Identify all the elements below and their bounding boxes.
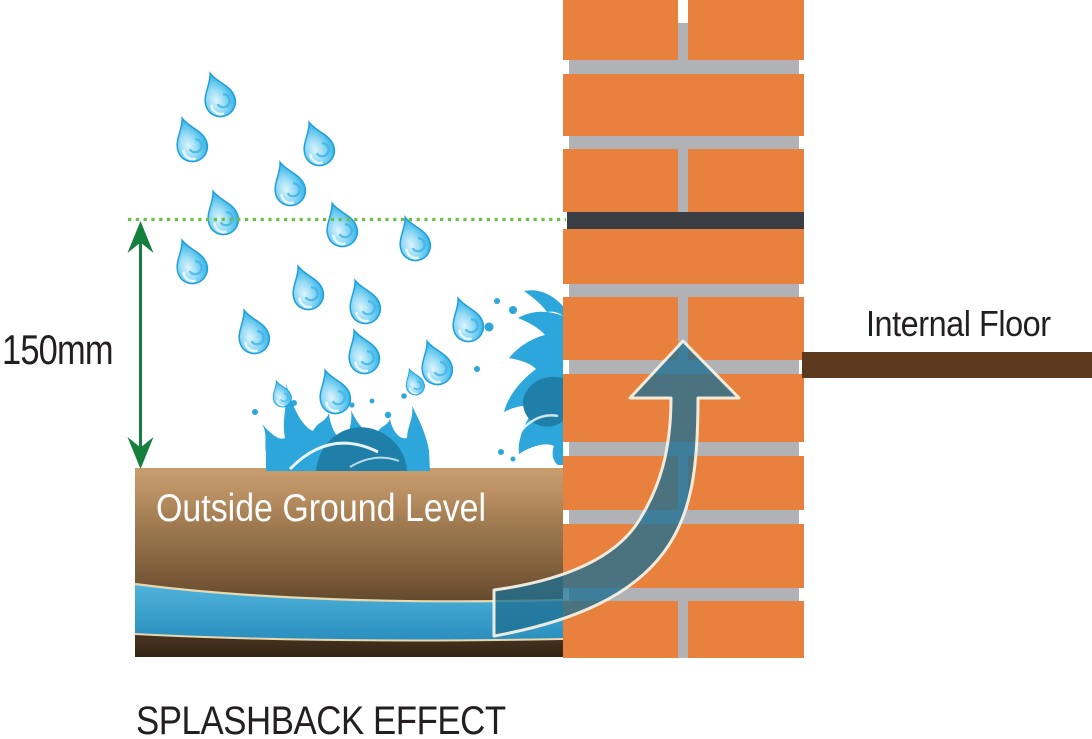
raindrop-icon	[339, 273, 386, 330]
brick	[563, 149, 678, 212]
measurement-arrow	[127, 221, 154, 469]
brick	[563, 0, 678, 60]
raindrop-icon	[267, 377, 295, 411]
raindrop-icon	[400, 365, 428, 399]
mortar-joint	[678, 297, 688, 360]
brick-row	[563, 74, 804, 136]
mortar-bed	[569, 136, 799, 149]
raindrops	[166, 66, 489, 420]
raindrop-icon	[316, 196, 363, 253]
measurement-label: 150mm	[2, 326, 114, 373]
brick	[688, 456, 804, 510]
wall-splash-icon	[474, 290, 563, 465]
brick-row	[563, 229, 804, 284]
mortar-joint	[678, 0, 688, 60]
raindrop-icon	[166, 233, 213, 290]
internal-floor-bar	[802, 352, 1092, 378]
brick	[688, 297, 804, 360]
raindrop-icon	[166, 111, 213, 168]
brick-row	[563, 524, 804, 588]
raindrop-icon	[338, 323, 385, 380]
raindrop-icon	[197, 184, 244, 241]
splash-icon	[252, 383, 430, 471]
brick	[563, 601, 678, 658]
mortar-bed	[569, 588, 799, 601]
internal-floor-label: Internal Floor	[866, 303, 1051, 344]
damp-proof-course	[567, 212, 804, 229]
brick	[563, 297, 678, 360]
mortar-bed	[569, 60, 799, 74]
raindrop-icon	[264, 155, 311, 212]
mortar-joint	[678, 149, 688, 212]
brick-wall	[563, 0, 804, 663]
raindrop-icon	[194, 66, 241, 123]
raindrop-icon	[228, 303, 275, 360]
mortar-joint	[678, 456, 688, 510]
brick	[688, 0, 804, 60]
raindrop-icon	[293, 115, 340, 172]
raindrop-icon	[282, 259, 329, 316]
mortar-bed	[569, 442, 799, 456]
brick	[563, 456, 678, 510]
brick	[688, 149, 804, 212]
mortar-joint	[678, 601, 688, 658]
brick-row	[563, 374, 804, 442]
page-title: SPLASHBACK EFFECT	[136, 699, 506, 739]
raindrop-icon	[411, 334, 458, 391]
joint-gap	[678, 0, 688, 23]
mortar-bed	[569, 284, 799, 297]
mortar-bed	[569, 510, 799, 524]
mortar-bed	[569, 360, 799, 374]
brick	[688, 601, 804, 658]
outside-ground-label: Outside Ground Level	[156, 487, 487, 530]
raindrop-icon	[442, 291, 489, 348]
raindrop-icon	[389, 210, 436, 267]
raindrop-icon	[309, 363, 356, 420]
